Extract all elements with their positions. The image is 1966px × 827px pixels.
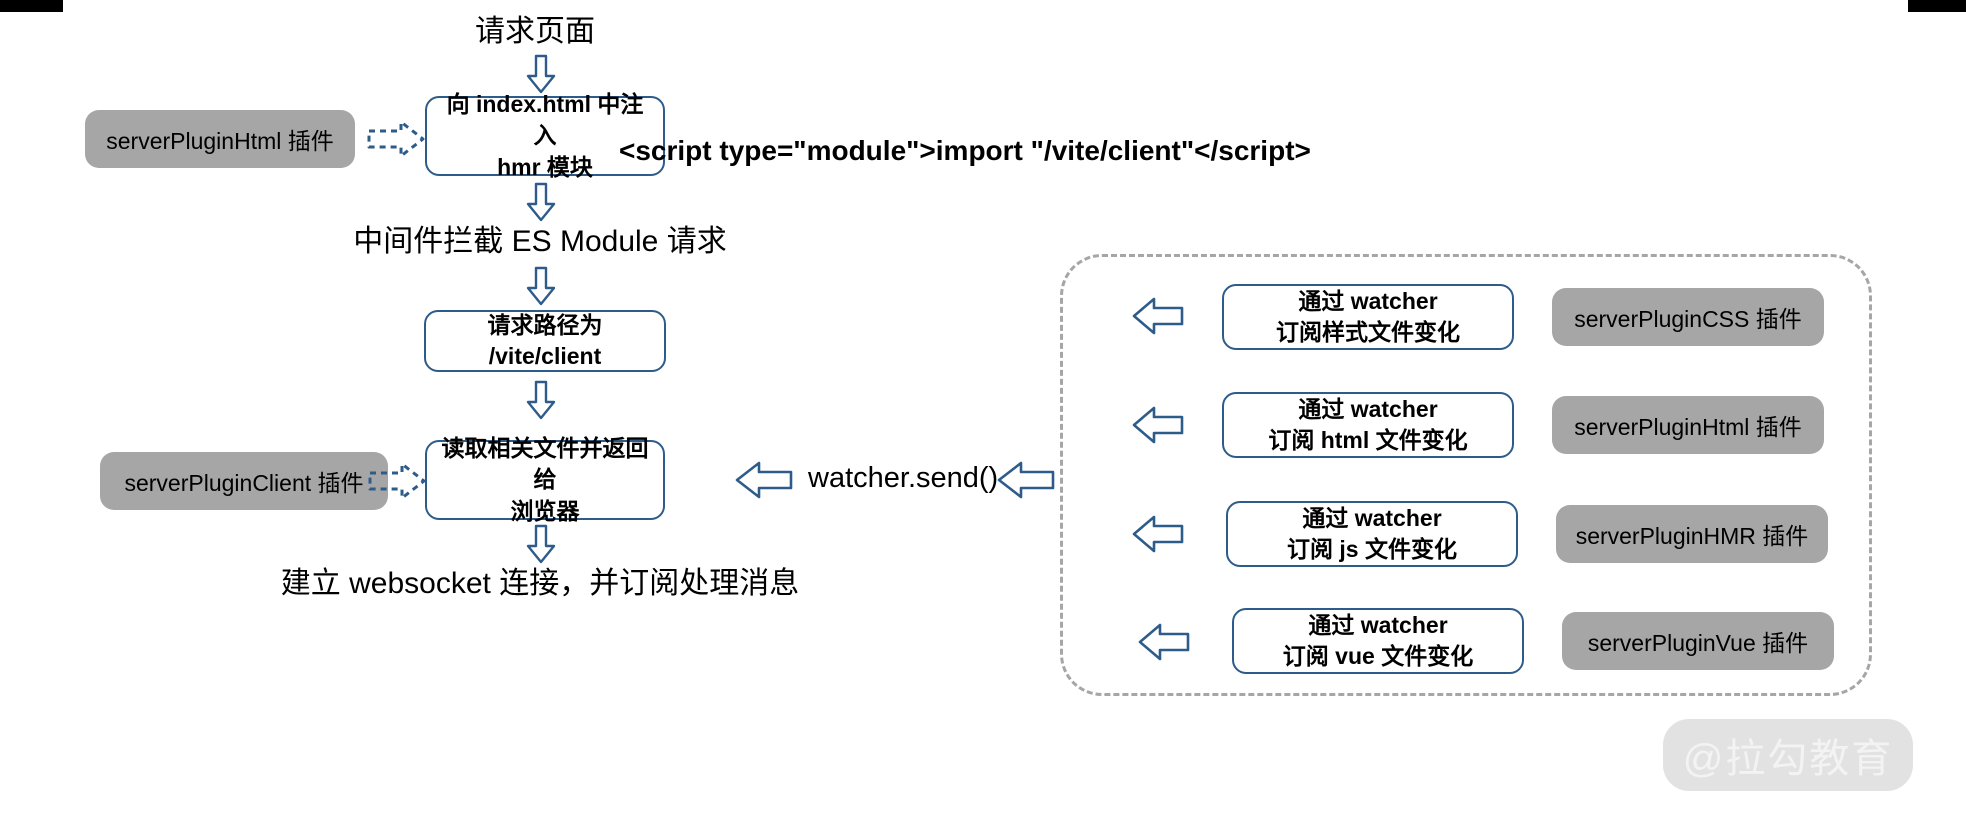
box-watcher-html: 通过 watcher 订阅 html 文件变化 [1222,392,1514,458]
plugin-pill-serverpluginclient[interactable]: serverPluginClient 插件 [100,452,388,510]
watcher-plugins-group [1060,254,1872,696]
box-watcher-js: 通过 watcher 订阅 js 文件变化 [1226,501,1518,567]
box-inject-hmr-line1: 向 index.html 中注入 [446,91,644,149]
box-watcher-js-line2: 订阅 js 文件变化 [1287,536,1457,562]
flow-label-middleware-intercept: 中间件拦截 ES Module 请求 [353,225,727,258]
down-arrow-3 [525,266,557,306]
box-request-path: 请求路径为 /vite/client [424,310,666,372]
plugin-pill-serverpluginhmr[interactable]: serverPluginHMR 插件 [1556,505,1828,563]
box-watcher-vue-line1: 通过 watcher [1308,611,1448,638]
box-watcher-js-line1: 通过 watcher [1302,504,1442,531]
box-inject-hmr-line2: hmr 模块 [497,153,593,180]
left-arrow-watcher-js [1130,512,1186,556]
plugin-pill-serverplugincss[interactable]: serverPluginCSS 插件 [1552,288,1824,346]
plugin-pill-serverpluginhtml[interactable]: serverPluginHtml 插件 [85,110,355,168]
flow-label-request-page: 请求页面 [475,15,595,48]
box-read-file-return-line2: 浏览器 [510,497,580,524]
crop-bar-top-left [0,0,63,12]
crop-bar-top-right [1908,0,1966,12]
box-watcher-vue-line2: 订阅 vue 文件变化 [1282,643,1474,669]
box-watcher-css: 通过 watcher 订阅样式文件变化 [1222,284,1514,350]
box-watcher-html-line1: 通过 watcher [1298,395,1438,422]
flow-label-websocket-connect: 建立 websocket 连接，并订阅处理消息 [280,567,800,600]
label-watcher-send: watcher.send() [808,462,999,494]
left-arrow-watcher-html [1130,403,1186,447]
down-arrow-4 [525,380,557,420]
down-arrow-5 [525,524,557,564]
left-arrow-watcher-vue [1136,620,1192,664]
plugin-pill-serverpluginhtml-watcher[interactable]: serverPluginHtml 插件 [1552,396,1824,454]
down-arrow-1 [525,54,557,94]
left-arrow-to-read-box [733,458,795,502]
dashed-arrow-html-plugin [367,116,427,162]
plugin-pill-serverpluginvue[interactable]: serverPluginVue 插件 [1562,612,1834,670]
box-read-file-return-line1: 读取相关文件并返回给 [441,435,649,493]
code-snippet-script-tag: <script type="module">import "/vite/clie… [619,135,1311,166]
box-watcher-css-line1: 通过 watcher [1298,287,1438,314]
box-watcher-css-line2: 订阅样式文件变化 [1276,319,1460,345]
box-watcher-html-line2: 订阅 html 文件变化 [1268,427,1468,453]
dashed-arrow-client-plugin [368,458,428,504]
down-arrow-2 [525,182,557,222]
box-watcher-vue: 通过 watcher 订阅 vue 文件变化 [1232,608,1524,674]
left-arrow-from-group [995,458,1057,502]
box-inject-hmr: 向 index.html 中注入 hmr 模块 [425,91,665,180]
left-arrow-watcher-css [1130,294,1186,338]
watermark-logo: @拉勾教育 [1663,719,1913,791]
box-read-file-return: 读取相关文件并返回给 浏览器 [425,435,665,524]
